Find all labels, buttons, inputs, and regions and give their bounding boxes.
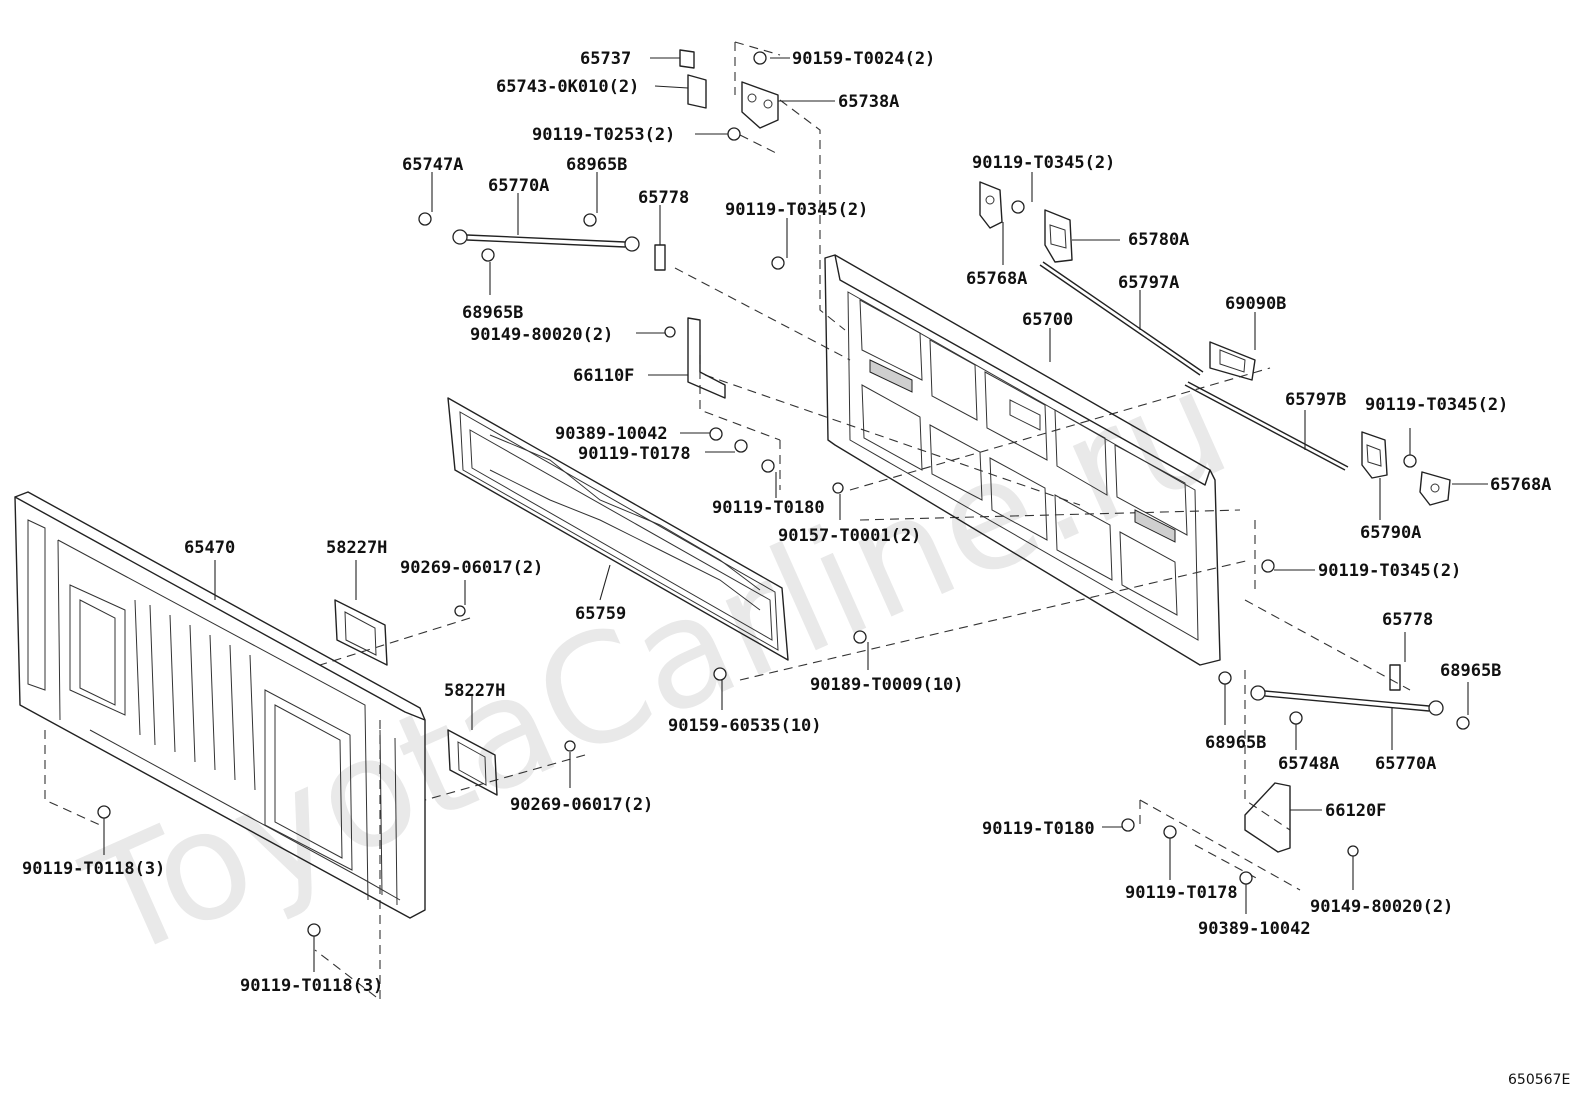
rod-65797A (1039, 261, 1204, 376)
label-90159-60535[interactable]: 90159-60535(10) (668, 716, 822, 736)
label-65768A-a[interactable]: 65768A (966, 269, 1027, 289)
bracket-66120F (1244, 782, 1291, 853)
label-58227H-b[interactable]: 58227H (444, 681, 505, 701)
license-bracket-58227H-upper (334, 599, 388, 666)
label-90119-T0345-a[interactable]: 90119-T0345(2) (725, 200, 868, 220)
striker-65768A-upper (979, 181, 1003, 229)
label-90119-T0345-b[interactable]: 90119-T0345(2) (972, 153, 1115, 173)
label-65778-b[interactable]: 65778 (1382, 610, 1433, 630)
label-65743-0K010[interactable]: 65743-0K010(2) (496, 77, 639, 97)
license-bracket-58227H-lower (447, 729, 498, 796)
striker-65768A-lower (1419, 471, 1451, 506)
hinge-65738A (741, 81, 779, 129)
label-90157-T0001[interactable]: 90157-T0001(2) (778, 526, 921, 546)
label-65700[interactable]: 65700 (1022, 310, 1073, 330)
label-65759[interactable]: 65759 (575, 604, 626, 624)
label-68965B-d[interactable]: 68965B (1205, 733, 1266, 753)
lock-65790A (1361, 431, 1388, 479)
lock-65780A (1044, 209, 1073, 263)
label-68965B-b[interactable]: 68965B (462, 303, 523, 323)
stopper-65743-0K010 (687, 74, 707, 109)
label-65738A[interactable]: 65738A (838, 92, 899, 112)
leader-lines (103, 57, 1488, 972)
part-labels: 65737 90159-T0024(2) 65743-0K010(2) 6573… (22, 49, 1570, 1088)
label-90189-T0009[interactable]: 90189-T0009(10) (810, 675, 964, 695)
label-66110F[interactable]: 66110F (573, 366, 634, 386)
label-90389-10042-b[interactable]: 90389-10042 (1198, 919, 1311, 939)
label-90119-T0178-b[interactable]: 90119-T0178 (1125, 883, 1238, 903)
label-90119-T0118-b[interactable]: 90119-T0118(3) (240, 976, 383, 996)
cover-65737 (679, 49, 695, 69)
label-90389-10042-a[interactable]: 90389-10042 (555, 424, 668, 444)
label-65780A[interactable]: 65780A (1128, 230, 1189, 250)
label-90119-T0253[interactable]: 90119-T0253(2) (532, 125, 675, 145)
label-90149-80020-a[interactable]: 90149-80020(2) (470, 325, 613, 345)
label-90119-T0345-d[interactable]: 90119-T0345(2) (1318, 561, 1461, 581)
label-65770A-b[interactable]: 65770A (1375, 754, 1436, 774)
label-90119-T0118-a[interactable]: 90119-T0118(3) (22, 859, 165, 879)
label-65778-a[interactable]: 65778 (638, 188, 689, 208)
label-65747A[interactable]: 65747A (402, 155, 463, 175)
label-90269-06017-b[interactable]: 90269-06017(2) (510, 795, 653, 815)
label-65768A-b[interactable]: 65768A (1490, 475, 1551, 495)
label-65770A-a[interactable]: 65770A (488, 176, 549, 196)
label-66120F[interactable]: 66120F (1325, 801, 1386, 821)
label-90119-T0178-a[interactable]: 90119-T0178 (578, 444, 691, 464)
label-58227H-a[interactable]: 58227H (326, 538, 387, 558)
label-68965B-a[interactable]: 68965B (566, 155, 627, 175)
label-90149-80020-b[interactable]: 90149-80020(2) (1310, 897, 1453, 917)
bracket-66110F (687, 317, 726, 399)
handle-69090B (1209, 341, 1256, 381)
drawing-code: 650567E (1508, 1072, 1570, 1088)
inner-trim-board-65759 (447, 397, 789, 661)
outer-tailgate-panel-65470 (14, 491, 426, 919)
label-65470[interactable]: 65470 (184, 538, 235, 558)
label-65797B[interactable]: 65797B (1285, 390, 1346, 410)
label-90269-06017-a[interactable]: 90269-06017(2) (400, 558, 543, 578)
label-68965B-c[interactable]: 68965B (1440, 661, 1501, 681)
label-90159-T0024[interactable]: 90159-T0024(2) (792, 49, 935, 69)
label-65748A[interactable]: 65748A (1278, 754, 1339, 774)
cable-65770A-lower (1250, 685, 1444, 716)
label-69090B[interactable]: 69090B (1225, 294, 1286, 314)
label-65790A[interactable]: 65790A (1360, 523, 1421, 543)
cable-65770A-upper (452, 229, 640, 252)
tailgate-frame-65700 (824, 254, 1221, 666)
clip-65778-lower (1389, 664, 1401, 691)
label-90119-T0180-a[interactable]: 90119-T0180 (712, 498, 825, 518)
label-90119-T0180-b[interactable]: 90119-T0180 (982, 819, 1095, 839)
label-90119-T0345-c[interactable]: 90119-T0345(2) (1365, 395, 1508, 415)
rod-65797B (1184, 381, 1349, 471)
label-65797A[interactable]: 65797A (1118, 273, 1179, 293)
label-65737[interactable]: 65737 (580, 49, 631, 69)
clip-65778-upper (654, 244, 666, 271)
